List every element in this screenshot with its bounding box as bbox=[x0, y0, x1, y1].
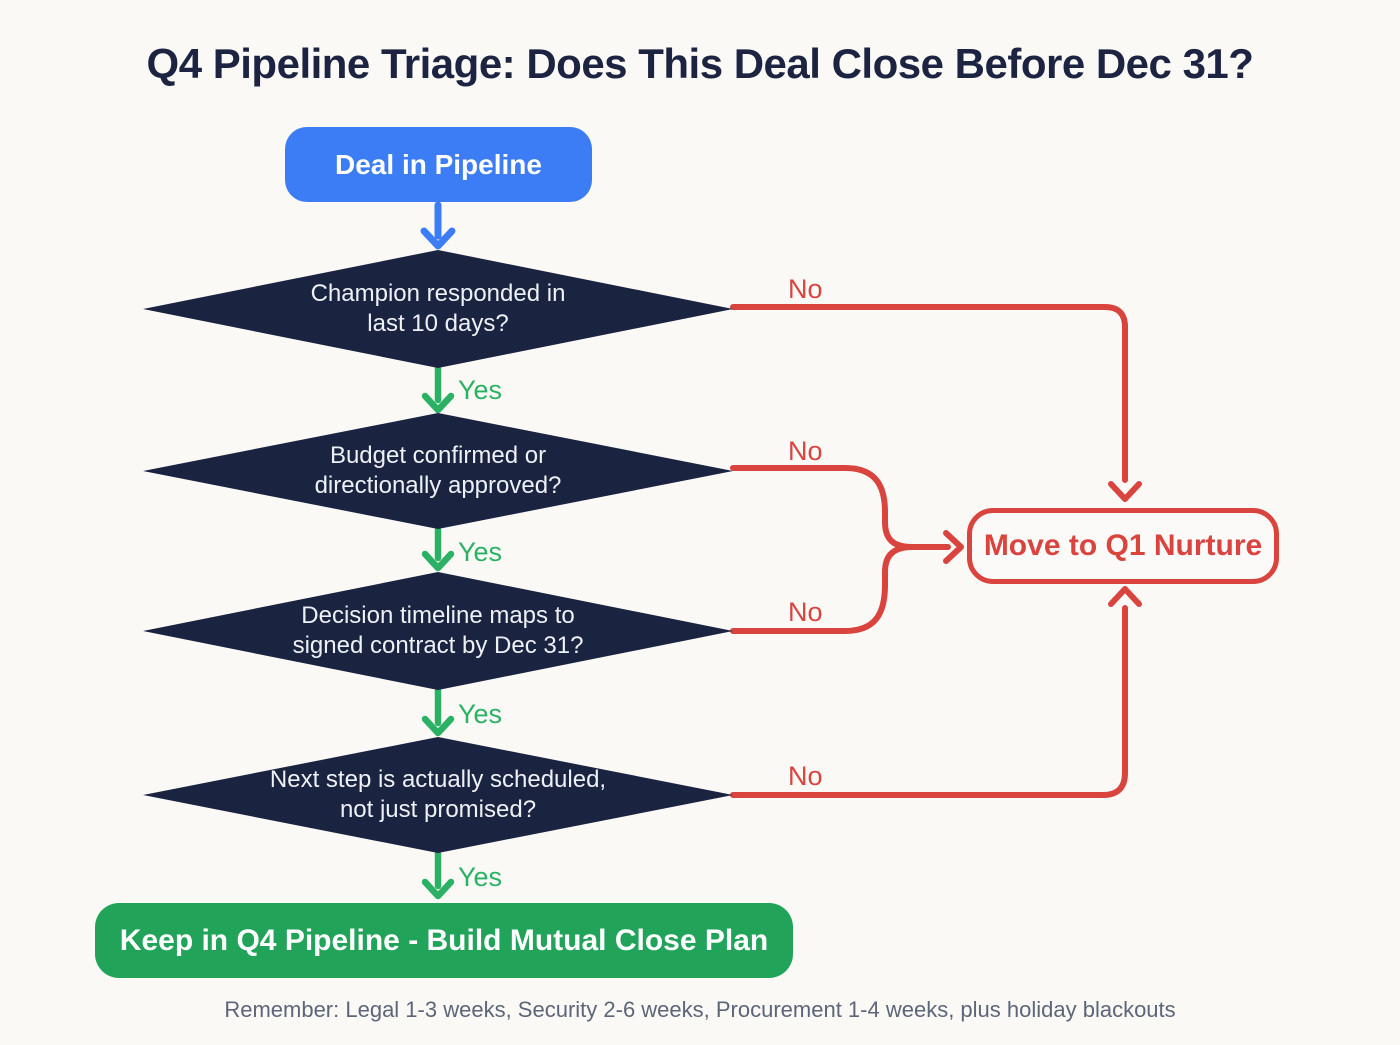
decision-3-text: Decision timeline maps to signed contrac… bbox=[292, 602, 584, 659]
footer-reminder: Remember: Legal 1-3 weeks, Security 2-6 … bbox=[224, 997, 1176, 1022]
decision-diamond-2 bbox=[143, 413, 733, 529]
yes-label-2: Yes bbox=[458, 537, 503, 567]
keep-node-label: Keep in Q4 Pipeline - Build Mutual Close… bbox=[119, 923, 769, 957]
page-title: Q4 Pipeline Triage: Does This Deal Close… bbox=[146, 40, 1254, 87]
yes-label-4: Yes bbox=[458, 862, 503, 892]
connector-no-merge-arrow bbox=[902, 530, 964, 564]
decision-2-text: Budget confirmed or directionally approv… bbox=[314, 442, 562, 499]
no-label-1: No bbox=[788, 274, 823, 304]
no-label-2: No bbox=[788, 436, 823, 466]
connector-no-2 bbox=[730, 465, 915, 550]
connector-no-3 bbox=[730, 544, 915, 634]
decision-4-text: Next step is actually scheduled, not jus… bbox=[269, 766, 607, 823]
decision-1-text: Champion responded in last 10 days? bbox=[310, 280, 566, 337]
decision-diamond-1 bbox=[143, 250, 733, 368]
nurture-node-label: Move to Q1 Nurture bbox=[983, 529, 1263, 562]
arrow-yes-3 bbox=[421, 687, 455, 737]
connector-no-1 bbox=[730, 304, 1142, 502]
yes-label-3: Yes bbox=[458, 699, 503, 729]
arrow-yes-4 bbox=[421, 850, 455, 900]
arrow-yes-2 bbox=[421, 526, 455, 572]
connector-no-4 bbox=[730, 586, 1142, 798]
start-node: Deal in Pipeline bbox=[285, 127, 592, 202]
decision-diamond-4 bbox=[143, 737, 733, 853]
arrow-yes-1 bbox=[421, 365, 455, 414]
keep-node: Keep in Q4 Pipeline - Build Mutual Close… bbox=[95, 903, 793, 978]
decision-diamond-3 bbox=[143, 572, 733, 690]
yes-label-1: Yes bbox=[458, 375, 503, 405]
arrow-start-to-decision1 bbox=[420, 201, 456, 250]
nurture-node: Move to Q1 Nurture bbox=[967, 508, 1279, 584]
no-label-3: No bbox=[788, 597, 823, 627]
no-label-4: No bbox=[788, 761, 823, 791]
start-node-label: Deal in Pipeline bbox=[335, 148, 542, 180]
